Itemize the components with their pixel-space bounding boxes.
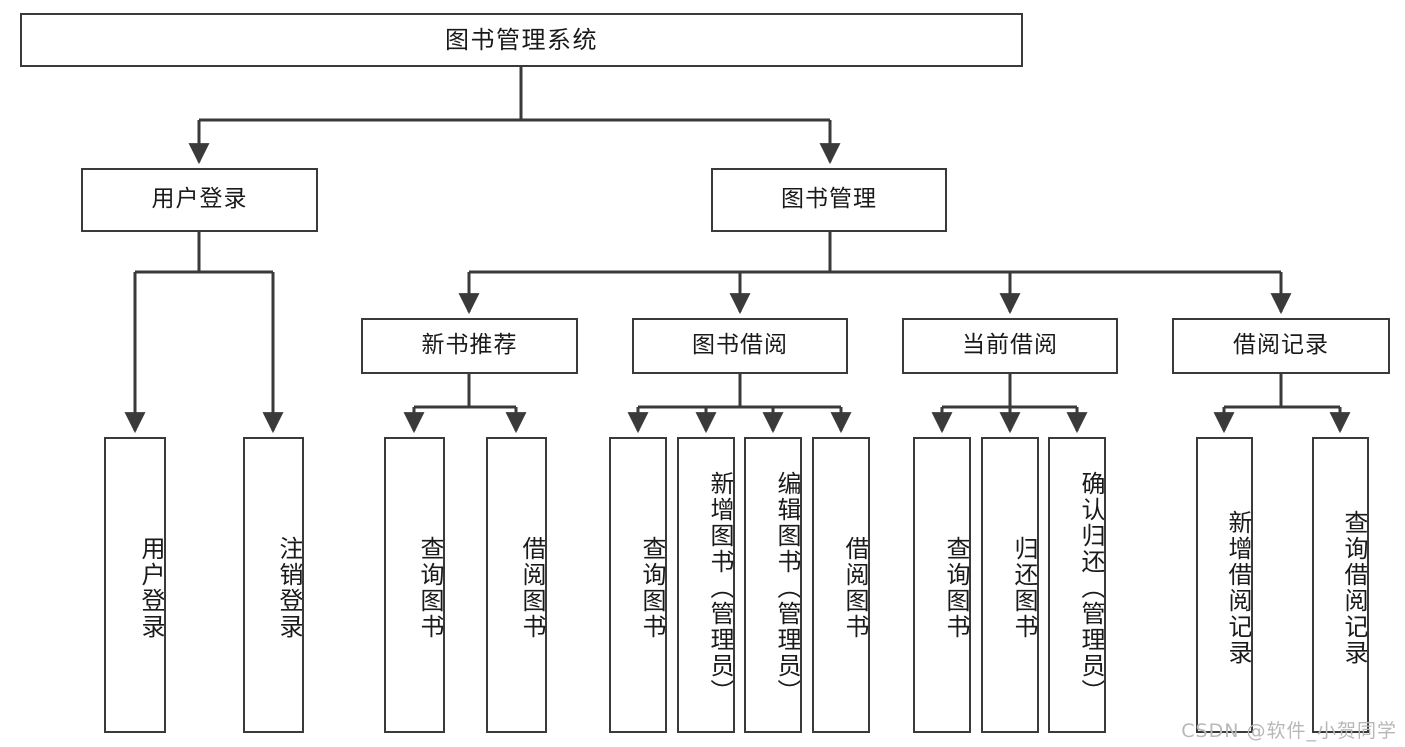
node-current-borrow[interactable]: 当前借阅 xyxy=(902,318,1118,374)
node-leaf-confirm-return-admin[interactable]: 确认归还（管理员） xyxy=(1048,437,1106,733)
node-leaf-borrow-book-label: 借阅图书 xyxy=(841,536,869,640)
node-leaf-query-book-recommend-label: 查询图书 xyxy=(416,536,444,640)
node-leaf-borrow-book-recommend[interactable]: 借阅图书 xyxy=(486,437,547,733)
node-leaf-query-book-recommend[interactable]: 查询图书 xyxy=(384,437,445,733)
node-book-borrow[interactable]: 图书借阅 xyxy=(632,318,848,374)
node-leaf-user-login[interactable]: 用户登录 xyxy=(104,437,166,733)
node-leaf-edit-book-admin-label: 编辑图书（管理员） xyxy=(773,471,801,705)
node-leaf-query-book-current[interactable]: 查询图书 xyxy=(913,437,971,733)
node-leaf-add-borrow-record-label: 新增借阅记录 xyxy=(1224,510,1252,666)
node-borrow-record-label: 借阅记录 xyxy=(1233,332,1329,359)
node-new-book-recommend-label: 新书推荐 xyxy=(421,332,518,359)
node-leaf-add-book-admin-label: 新增图书（管理员） xyxy=(706,471,734,705)
node-user-login[interactable]: 用户登录 xyxy=(81,168,318,232)
node-new-book-recommend[interactable]: 新书推荐 xyxy=(361,318,578,374)
node-current-borrow-label: 当前借阅 xyxy=(962,332,1058,359)
node-root-book-management-system[interactable]: 图书管理系统 xyxy=(20,13,1023,67)
node-book-management[interactable]: 图书管理 xyxy=(711,168,947,232)
node-leaf-return-book-label: 归还图书 xyxy=(1010,536,1038,640)
node-root-label: 图书管理系统 xyxy=(445,25,598,54)
node-leaf-query-borrow-record-label: 查询借阅记录 xyxy=(1340,510,1368,666)
node-book-management-label: 图书管理 xyxy=(781,186,877,213)
node-leaf-confirm-return-admin-label: 确认归还（管理员） xyxy=(1077,471,1105,705)
node-book-borrow-label: 图书借阅 xyxy=(692,332,788,359)
node-borrow-record[interactable]: 借阅记录 xyxy=(1172,318,1390,374)
node-leaf-logout-label: 注销登录 xyxy=(275,536,303,640)
csdn-watermark: CSDN @软件_小贺同学 xyxy=(1181,720,1397,742)
node-leaf-query-book-current-label: 查询图书 xyxy=(942,536,970,640)
node-leaf-user-login-label: 用户登录 xyxy=(137,536,165,640)
node-leaf-add-borrow-record[interactable]: 新增借阅记录 xyxy=(1196,437,1253,733)
node-leaf-logout[interactable]: 注销登录 xyxy=(243,437,304,733)
node-leaf-query-book-borrow[interactable]: 查询图书 xyxy=(609,437,667,733)
node-leaf-edit-book-admin[interactable]: 编辑图书（管理员） xyxy=(744,437,802,733)
node-leaf-borrow-book[interactable]: 借阅图书 xyxy=(812,437,870,733)
node-user-login-label: 用户登录 xyxy=(151,186,248,213)
node-leaf-query-book-borrow-label: 查询图书 xyxy=(638,536,666,640)
node-leaf-return-book[interactable]: 归还图书 xyxy=(981,437,1039,733)
node-leaf-add-book-admin[interactable]: 新增图书（管理员） xyxy=(677,437,735,733)
node-leaf-borrow-book-recommend-label: 借阅图书 xyxy=(518,536,546,640)
node-leaf-query-borrow-record[interactable]: 查询借阅记录 xyxy=(1312,437,1369,733)
